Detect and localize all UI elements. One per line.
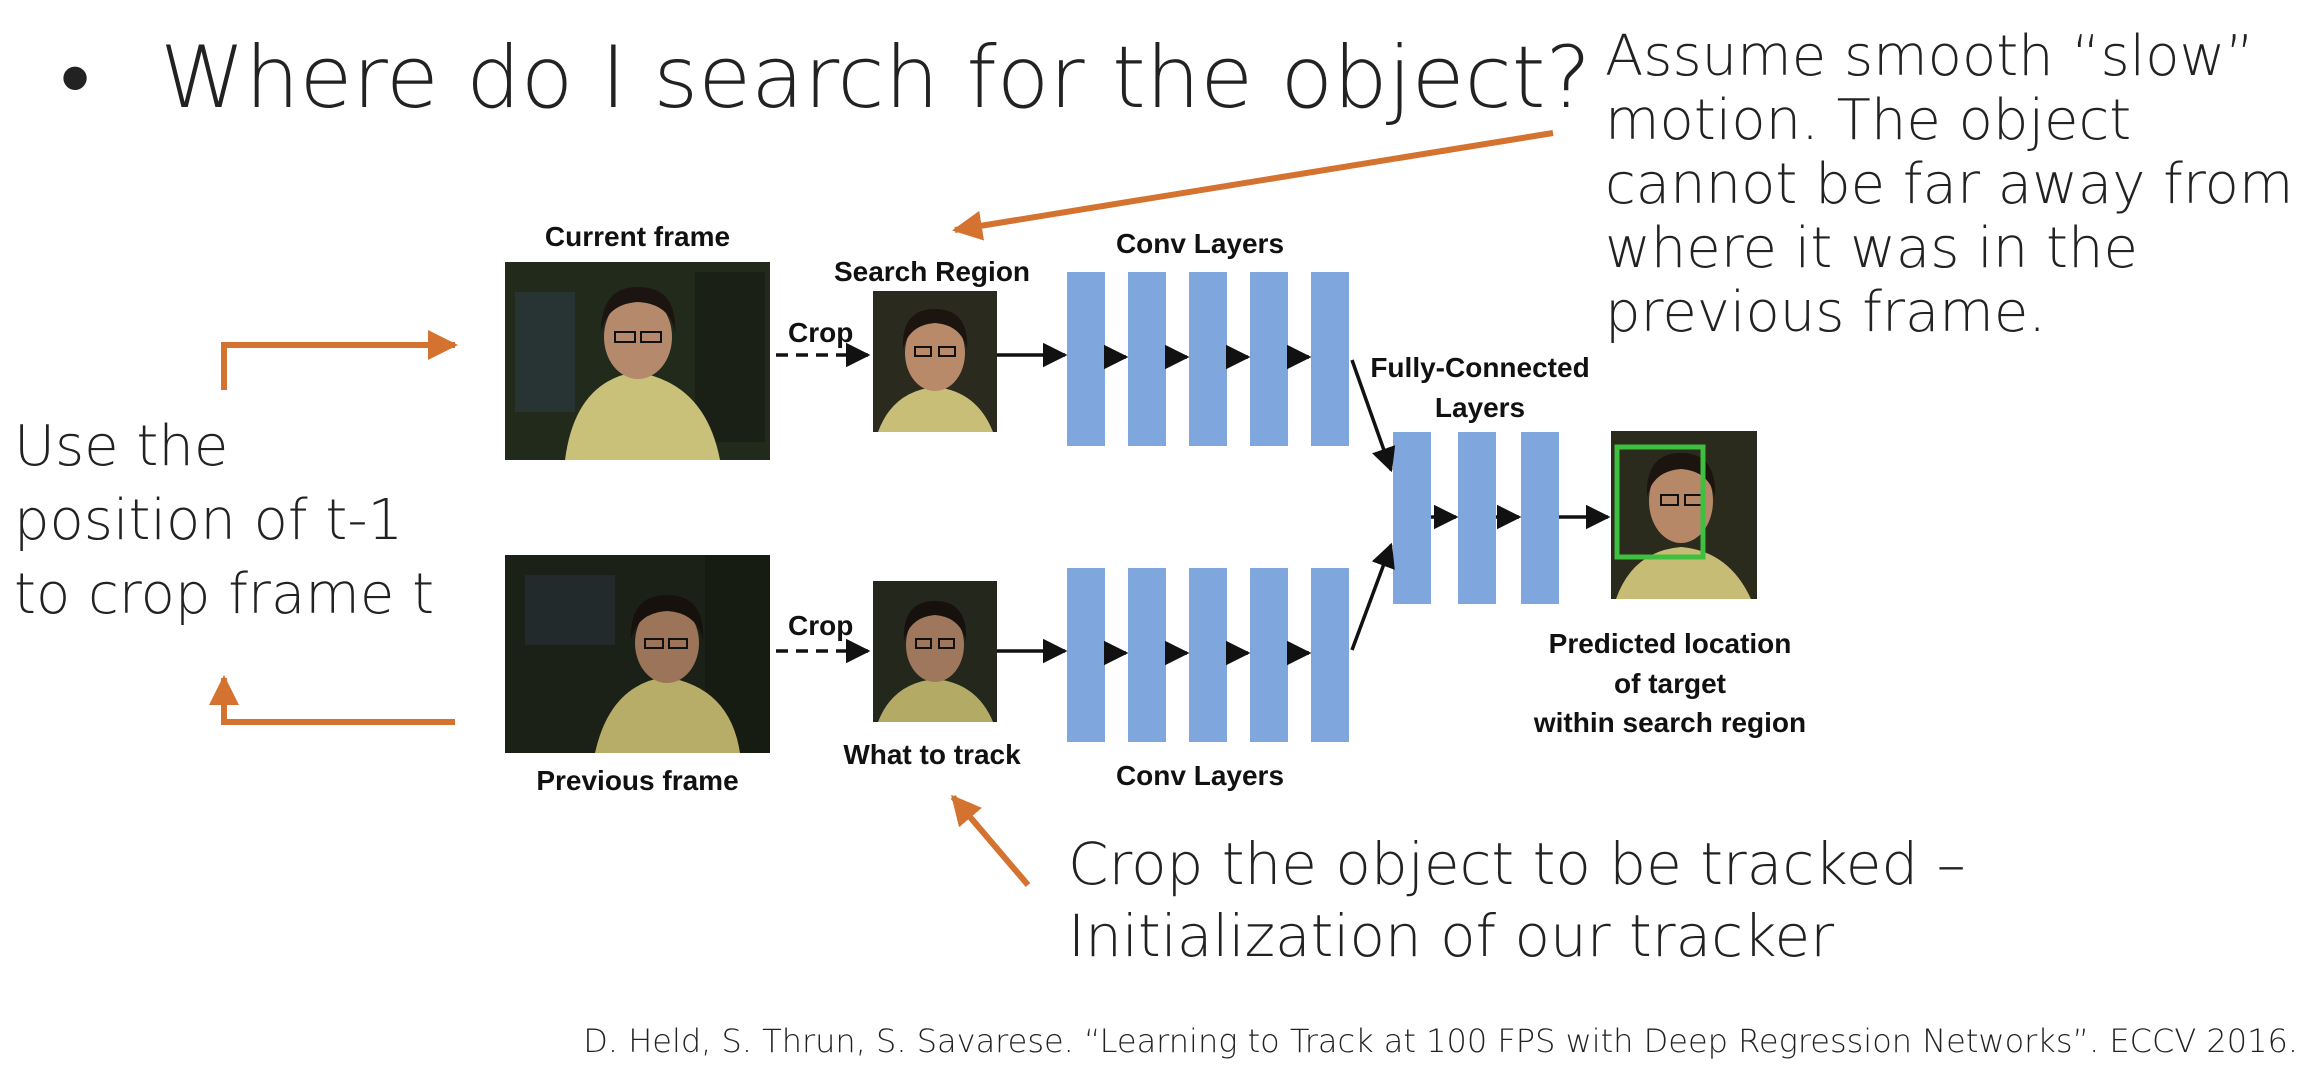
current-frame-image [505, 262, 770, 460]
label-conv-layers-bottom: Conv Layers [1115, 760, 1285, 791]
arrow-from-previous-frame [209, 675, 455, 725]
arrow-to-what-to-track [950, 794, 1031, 887]
conv-layer-bottom-4 [1250, 568, 1288, 742]
label-current-frame: Current frame [544, 221, 731, 252]
conv-layers-bottom [1067, 568, 1349, 742]
conv-layer-top-3 [1189, 272, 1227, 446]
label-predicted-line1: Predicted location [1548, 628, 1792, 659]
bullet-marker: • [60, 28, 91, 128]
fc-layer-2 [1458, 432, 1496, 604]
predicted-bounding-box [1614, 444, 1706, 560]
label-fc-line1: Fully-Connected [1370, 352, 1590, 383]
conv-layer-bottom-5 [1311, 568, 1349, 742]
conv-layer-bottom-2 [1128, 568, 1166, 742]
conv-layers-top [1067, 272, 1349, 446]
predicted-location-image [1611, 431, 1757, 599]
label-crop-top: Crop [788, 317, 854, 348]
note-smooth-motion: Assume smooth “slow” motion. The object … [1605, 24, 2294, 345]
label-crop-bottom: Crop [788, 610, 854, 641]
title-text: Where do I search for the object? [160, 28, 1592, 128]
face-crop-icon [873, 291, 997, 432]
what-to-track-image [873, 581, 997, 722]
citation: D. Held, S. Thrun, S. Savarese. “Learnin… [583, 1022, 2298, 1060]
slide-title: • Where do I search for the object? [60, 28, 1591, 128]
face-crop-icon [873, 581, 997, 722]
label-fc-line2: Layers [1434, 392, 1526, 423]
fc-layer-1 [1393, 432, 1431, 604]
fc-layer-3 [1521, 432, 1559, 604]
conv-layer-top-4 [1250, 272, 1288, 446]
annotation-arrows [209, 130, 1554, 887]
note-crop-position: Use the position of t-1 to crop frame t [14, 414, 435, 627]
person-photo-icon [505, 555, 770, 753]
label-search-region: Search Region [833, 256, 1031, 287]
conv-layer-top-5 [1311, 272, 1349, 446]
fc-layers [1393, 432, 1559, 604]
face-crop-icon [1611, 431, 1757, 599]
label-predicted-line3: within search region [1533, 707, 1807, 738]
previous-frame-image [505, 555, 770, 753]
conv-layer-bottom-3 [1189, 568, 1227, 742]
label-previous-frame: Previous frame [536, 765, 739, 796]
arrow-conv-top-to-fc [1350, 359, 1396, 473]
arrow-conv-bottom-to-fc [1350, 542, 1395, 651]
conv-layer-bottom-1 [1067, 568, 1105, 742]
arrow-to-search-region [952, 130, 1554, 241]
arrow-to-current-frame [221, 330, 458, 390]
conv-layer-top-2 [1128, 272, 1166, 446]
person-photo-icon [505, 262, 770, 460]
label-predicted-line2: of target [1614, 668, 1726, 699]
label-what-to-track: What to track [843, 739, 1021, 770]
note-initialization: Crop the object to be tracked – Initiali… [1068, 830, 1966, 970]
network-arrows [776, 342, 1611, 666]
search-region-image [873, 291, 997, 432]
conv-layer-top-1 [1067, 272, 1105, 446]
label-conv-layers-top: Conv Layers [1115, 228, 1285, 259]
